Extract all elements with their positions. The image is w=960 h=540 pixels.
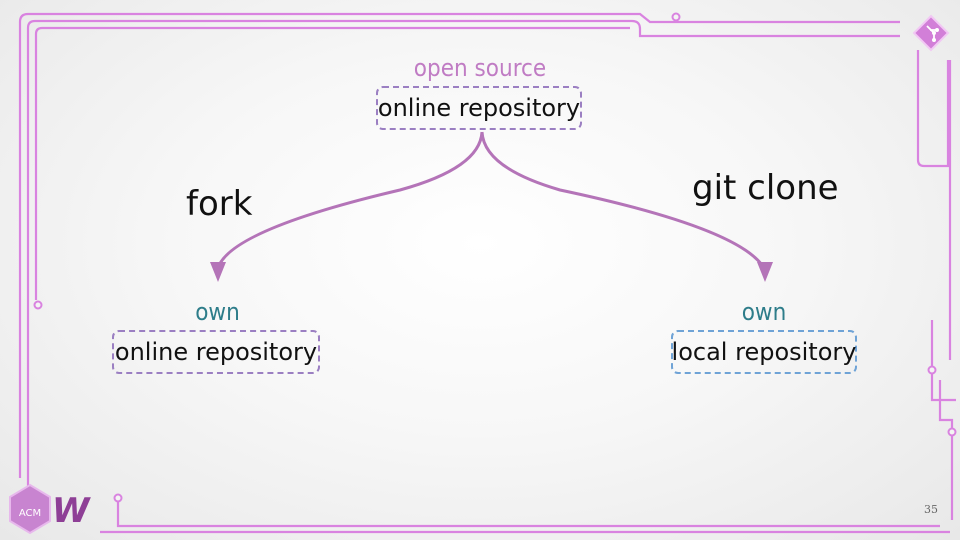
right-tag: own (741, 298, 787, 326)
fork-command: fork (186, 184, 253, 224)
git-clone-command: git clone (692, 168, 839, 208)
svg-text:ACM: ACM (19, 508, 41, 519)
right-arrowhead (757, 262, 773, 282)
top-box: online repository (376, 86, 582, 130)
left-arrowhead (210, 262, 226, 282)
left-box: online repository (112, 330, 320, 374)
svg-text:W: W (52, 492, 91, 528)
acm-logo: ACM (9, 483, 51, 535)
page-number: 35 (924, 503, 938, 516)
git-icon (912, 14, 950, 52)
left-tag: own (195, 298, 240, 326)
right-box: local repository (671, 330, 857, 374)
top-tag: open source (413, 54, 547, 82)
w-logo: W (52, 492, 91, 528)
